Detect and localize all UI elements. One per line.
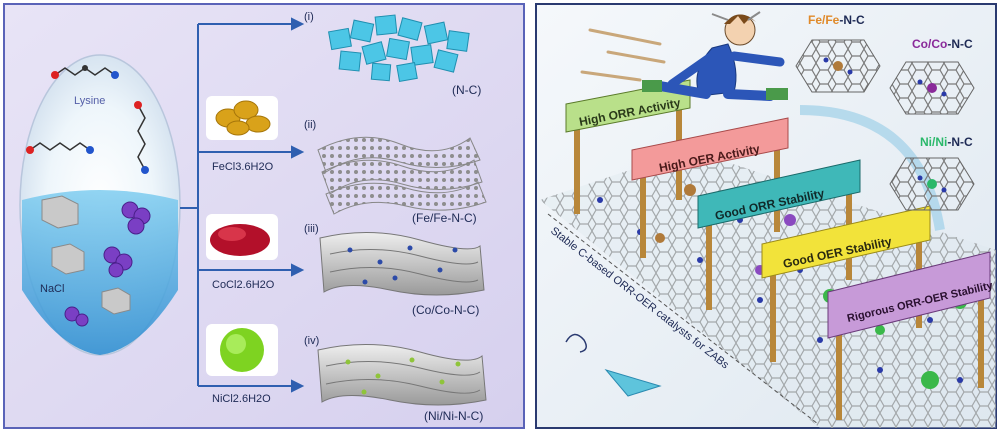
cocl2-label: CoCl2.6H2O <box>212 279 275 291</box>
co-nc-suffix: -N-C <box>947 37 973 51</box>
step-numeral-ii: (ii) <box>304 119 316 131</box>
nc-cubes-icon <box>328 14 470 83</box>
product-label-fe: (Fe/Fe-N-C) <box>412 211 477 225</box>
fe-nc-suffix: -N-C <box>839 13 865 27</box>
lysine-label: Lysine <box>74 95 105 107</box>
fe-nc-label: Fe/Fe-N-C <box>808 13 865 27</box>
ni-nc-label: Ni/Ni-N-C <box>920 135 973 149</box>
synthesis-arrows <box>180 17 305 393</box>
product-label-nc: (N-C) <box>452 83 481 97</box>
ni-nc-metal: Ni/Ni <box>920 135 947 149</box>
left-panel: Lysine NaCl <box>3 3 525 429</box>
lysine-molecule-icon <box>26 65 149 174</box>
ni-nc-sheets-icon <box>317 343 487 406</box>
step-numeral-iii: (iii) <box>304 223 319 235</box>
nicl2-salt-icon <box>206 324 278 376</box>
cocl2-salt-icon <box>206 214 278 260</box>
nacl-cube-icon <box>41 195 131 315</box>
metal-cluster-icon <box>64 201 151 327</box>
ni-nc-suffix: -N-C <box>947 135 973 149</box>
hurdle-5: Rigorous ORR-OER Stability <box>827 251 995 420</box>
co-nc-structure-icon <box>889 61 975 115</box>
co-nc-metal: Co/Co <box>912 37 947 51</box>
nacl-label: NaCl <box>40 283 64 295</box>
nicl2-label: NiCl2.6H2O <box>212 393 271 405</box>
runner-character-icon <box>642 11 788 101</box>
swirl-icon <box>565 333 587 353</box>
step-numeral-i: (i) <box>304 11 314 23</box>
fecl3-label: FeCl3.6H2O <box>212 161 274 173</box>
ni-nc-structure-icon <box>889 157 975 211</box>
product-label-co: (Co/Co-N-C) <box>412 303 479 317</box>
paper-plane-icon <box>604 369 662 397</box>
precursor-oval: Lysine NaCl <box>19 54 181 356</box>
speed-lines <box>580 28 666 82</box>
right-panel: Stable C-based ORR-OER catalysts for ZAB… <box>535 3 997 429</box>
product-label-ni: (Ni/Ni-N-C) <box>424 409 483 423</box>
fecl3-salt-icon <box>206 96 278 140</box>
co-nc-sheets-icon <box>319 231 485 296</box>
co-nc-label: Co/Co-N-C <box>912 37 973 51</box>
fe-nc-metal: Fe/Fe <box>808 13 840 27</box>
step-numeral-iv: (iv) <box>304 335 319 347</box>
fe-nc-sheets-icon <box>317 136 487 215</box>
fe-nc-structure-icon <box>795 39 881 93</box>
